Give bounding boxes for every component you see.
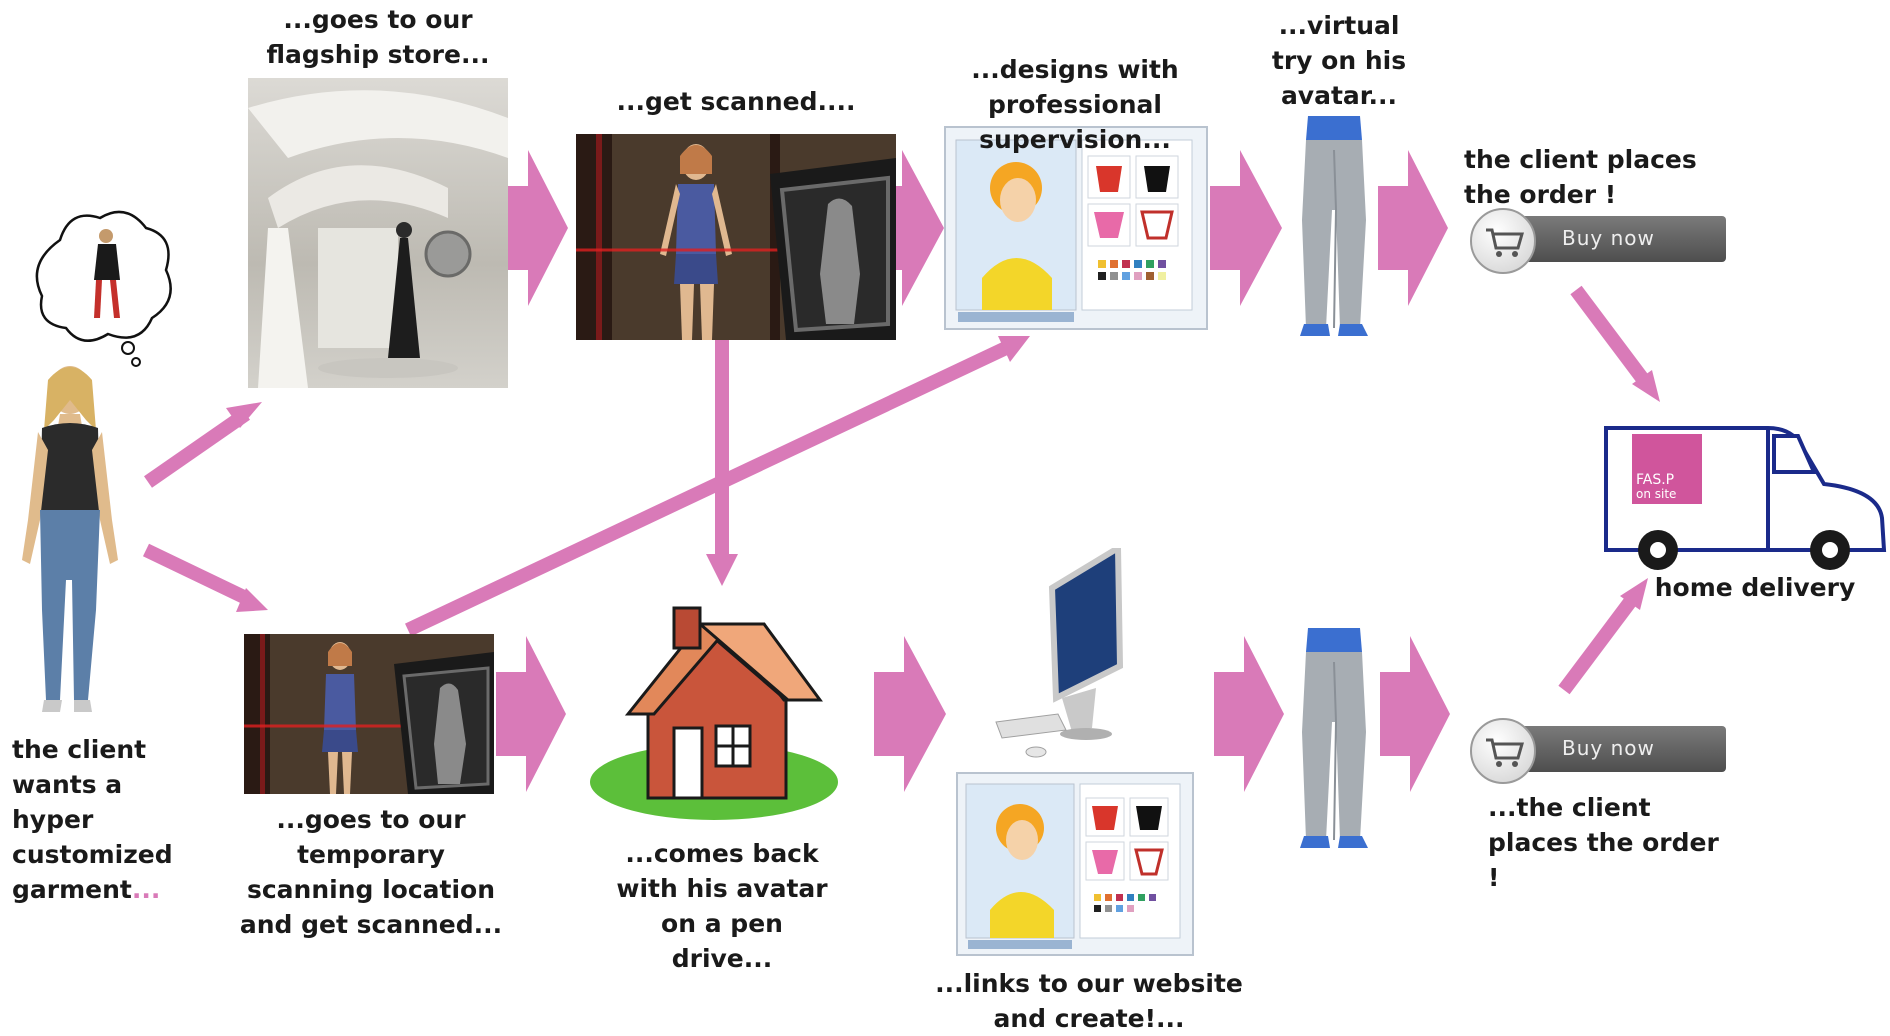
arrow-tryon-to-order	[1378, 150, 1448, 306]
computer-icon	[995, 548, 1124, 758]
house-icon	[590, 606, 838, 820]
arrow-home-to-computer	[874, 636, 946, 792]
flagship-store-image	[248, 78, 508, 388]
delivery-van: FAS.P on site	[1604, 426, 1887, 570]
van-logo-line2: on site	[1636, 487, 1676, 501]
shopping-cart-icon	[1470, 208, 1536, 274]
label-flagship: ...goes to our flagship store...	[266, 5, 490, 69]
client-woman	[22, 366, 118, 712]
label-home-delivery: home delivery	[1654, 573, 1856, 602]
virtual-pants-top	[1300, 116, 1368, 336]
scanning-image-bottom	[244, 634, 494, 794]
thought-cloud	[35, 210, 172, 367]
buy-now-label-top: Buy now	[1562, 226, 1655, 250]
buy-now-button-bottom[interactable]: Buy now	[1470, 718, 1730, 784]
shopping-cart-icon	[1470, 718, 1536, 784]
label-client-dots: ...	[131, 875, 161, 904]
arrow-computer-to-tryon	[1214, 636, 1284, 792]
van-logo-line1: FAS.P	[1636, 472, 1674, 488]
label-designs: ...designs with professional supervision…	[971, 55, 1179, 154]
buy-now-label-bottom: Buy now	[1562, 736, 1655, 760]
label-get-scanned: ...get scanned....	[616, 87, 856, 116]
buy-now-button-top[interactable]: Buy now	[1470, 208, 1730, 274]
label-client-text: the client wants a hyper customized garm…	[12, 735, 173, 904]
label-client-wants: the client wants a hyper customized garm…	[12, 732, 212, 907]
label-virtual-try-on: ...virtual try on his avatar...	[1271, 11, 1407, 110]
label-places-order-bottom: ...the client places the order !	[1488, 793, 1719, 892]
label-comes-back: ...comes back with his avatar on a pen d…	[616, 839, 828, 973]
design-app-screenshot-bottom	[956, 772, 1194, 956]
arrow-temp-to-home	[496, 636, 566, 792]
arrow-tryon-to-order-bottom	[1380, 636, 1450, 792]
label-links-website: ...links to our website and create!...	[935, 969, 1243, 1033]
arrow-design-to-tryon	[1210, 150, 1282, 306]
virtual-pants-bottom	[1300, 628, 1368, 848]
arrow-store-to-scan	[498, 150, 568, 306]
label-temporary-location: ...goes to our temporary scanning locati…	[239, 805, 503, 939]
design-app-screenshot-top	[944, 126, 1208, 330]
scanning-image-top	[576, 134, 896, 340]
label-places-order-top: the client places the order !	[1464, 145, 1697, 209]
